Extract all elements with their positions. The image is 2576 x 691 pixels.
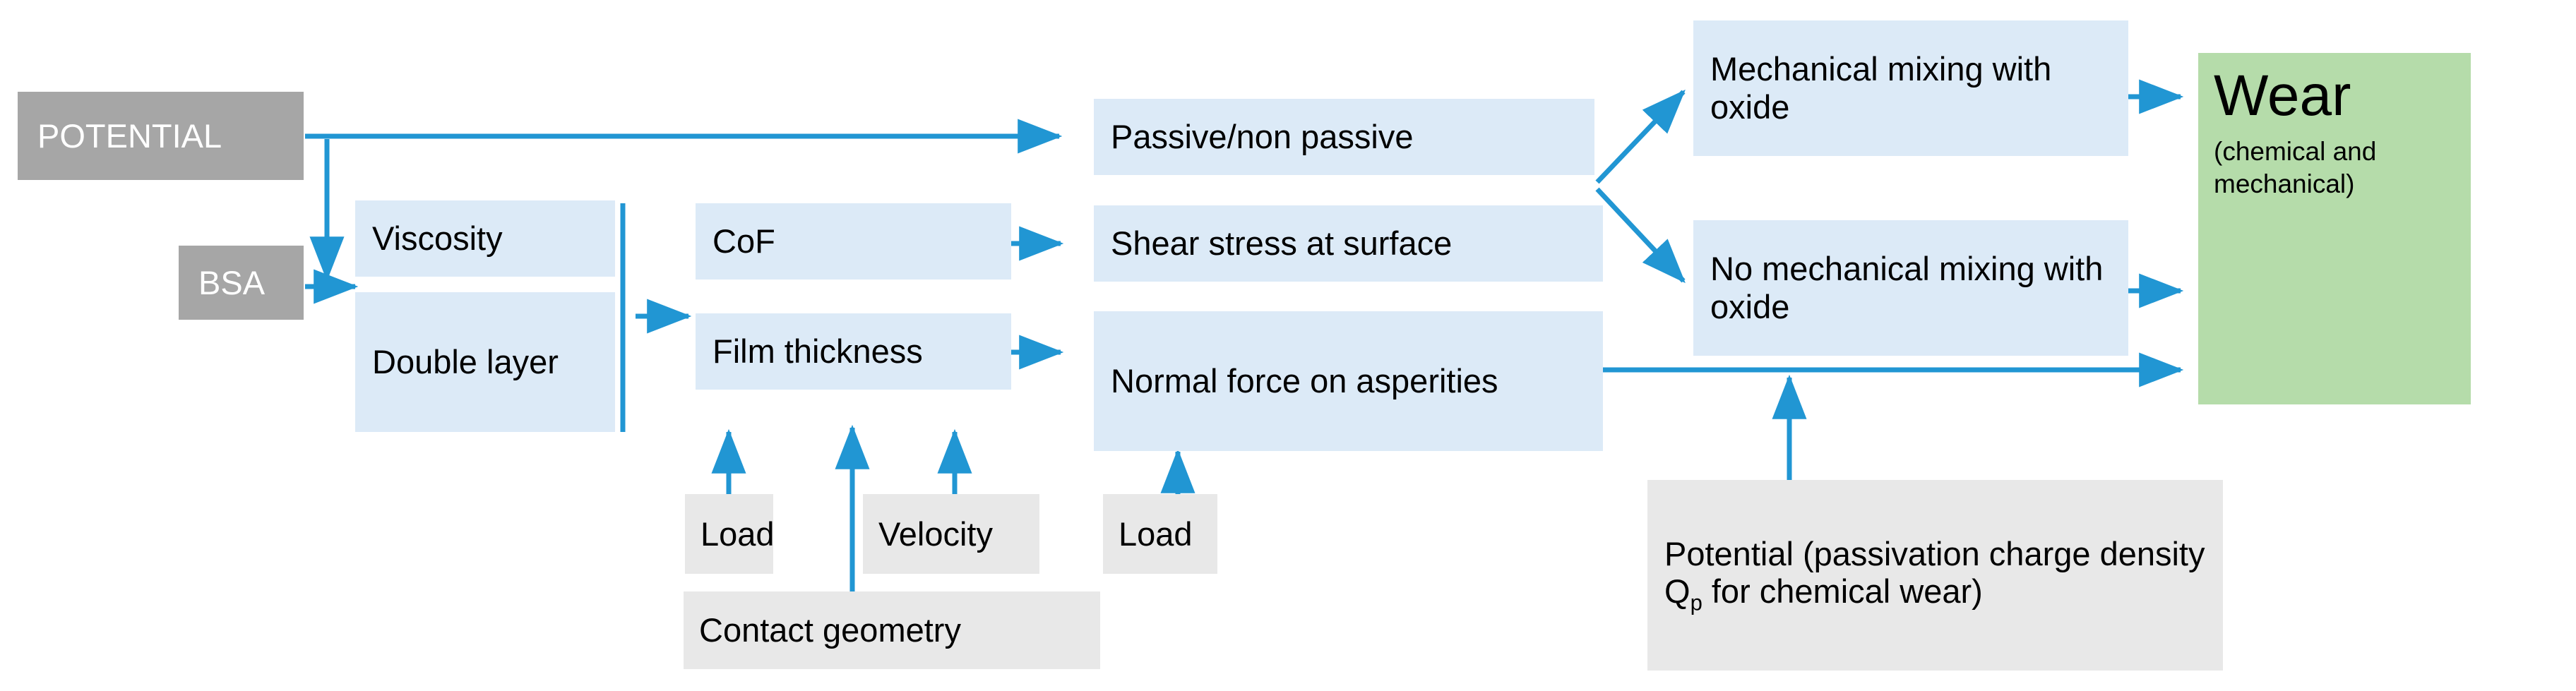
- node-wear[interactable]: Wear (chemical and mechanical): [2198, 53, 2471, 404]
- node-cof[interactable]: CoF: [696, 203, 1011, 280]
- wear-title: Wear: [2214, 64, 2351, 128]
- node-contact-geometry[interactable]: Contact geometry: [684, 591, 1100, 669]
- node-viscosity[interactable]: Viscosity: [355, 200, 615, 277]
- node-film-thickness[interactable]: Film thickness: [696, 313, 1011, 390]
- potential-charge-subscript: p: [1690, 590, 1703, 615]
- node-load-1[interactable]: Load: [685, 494, 775, 574]
- edge-branch-to-no-mech-mixing: [1595, 187, 1686, 284]
- node-velocity[interactable]: Velocity: [863, 494, 1039, 574]
- potential-charge-text-part1: Potential (passivation charge density Q: [1664, 534, 2205, 611]
- potential-charge-text: Potential (passivation charge density Qp…: [1664, 535, 2206, 615]
- node-normal-force[interactable]: Normal force on asperities: [1094, 311, 1603, 451]
- node-load-2[interactable]: Load: [1103, 494, 1217, 574]
- node-no-mechanical-mixing[interactable]: No mechanical mixing with oxide: [1693, 220, 2128, 356]
- node-potential[interactable]: POTENTIAL: [18, 92, 304, 180]
- wear-subtitle-line-1: (chemical and: [2214, 137, 2377, 167]
- wear-subtitle-line-2: mechanical): [2214, 169, 2355, 198]
- node-potential-charge-density[interactable]: Potential (passivation charge density Qp…: [1647, 480, 2223, 671]
- node-bsa[interactable]: BSA: [179, 246, 304, 320]
- potential-charge-text-part2: for chemical wear): [1702, 572, 1983, 611]
- node-shear-stress[interactable]: Shear stress at surface: [1094, 205, 1603, 282]
- node-passive-non-passive[interactable]: Passive/non passive: [1094, 99, 1594, 175]
- node-mechanical-mixing[interactable]: Mechanical mixing with oxide: [1693, 20, 2128, 156]
- node-double-layer[interactable]: Double layer: [355, 292, 615, 432]
- edge-branch-to-mech-mixing: [1595, 89, 1686, 184]
